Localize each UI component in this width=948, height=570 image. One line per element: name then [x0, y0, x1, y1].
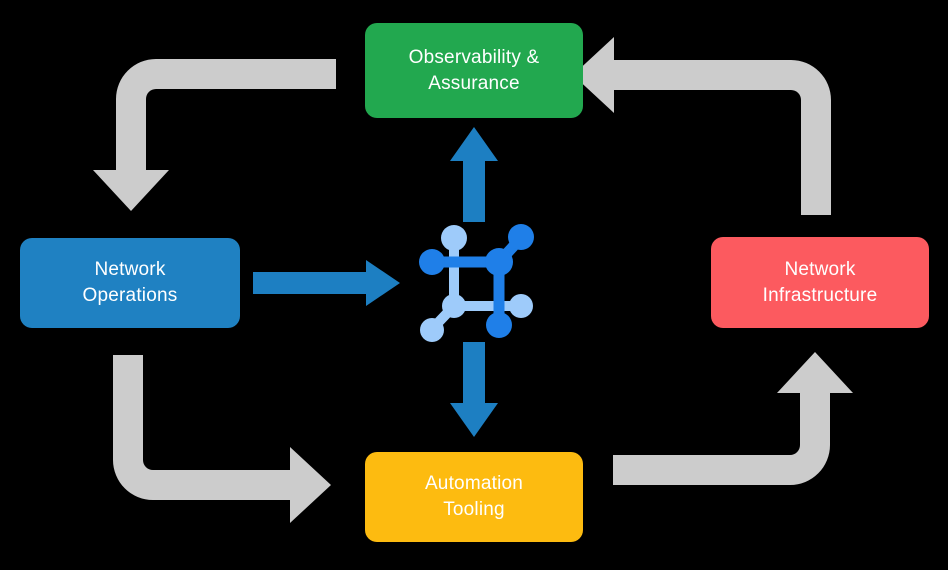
icon-node-bottomleft-light: [420, 318, 444, 342]
icon-node-topright-dark: [508, 224, 534, 250]
icon-node-top-light: [441, 225, 467, 251]
connector-loop-bottom-left: [113, 355, 331, 523]
icon-node-bottom-dark: [486, 312, 512, 338]
network-topology-icon: [419, 224, 534, 342]
node-observability-and-assurance[interactable]: Observability & Assurance: [365, 23, 583, 118]
connector-loop-bottom-right: [613, 352, 853, 485]
connector-center-right: [253, 260, 400, 306]
node-network-operations[interactable]: Network Operations: [20, 238, 240, 328]
icon-node-left-dark: [419, 249, 445, 275]
node-observability-label: Observability & Assurance: [408, 46, 540, 94]
icon-node-hub-dark: [485, 248, 513, 276]
node-network-infrastructure[interactable]: Network Infrastructure: [711, 237, 929, 328]
node-automation-tooling-label: Automation Tooling: [424, 473, 524, 520]
node-network-infrastructure-label: Network Infrastructure: [762, 258, 878, 306]
node-automation-tooling[interactable]: Automation Tooling: [365, 452, 583, 542]
connector-center-down: [450, 342, 498, 437]
connector-loop-top-left: [93, 59, 336, 211]
connector-loop-top-right: [573, 37, 831, 215]
node-network-operations-label: Network Operations: [82, 259, 178, 306]
icon-node-center-light: [442, 294, 466, 318]
connector-center-up: [450, 127, 498, 222]
icon-node-right-light: [509, 294, 533, 318]
